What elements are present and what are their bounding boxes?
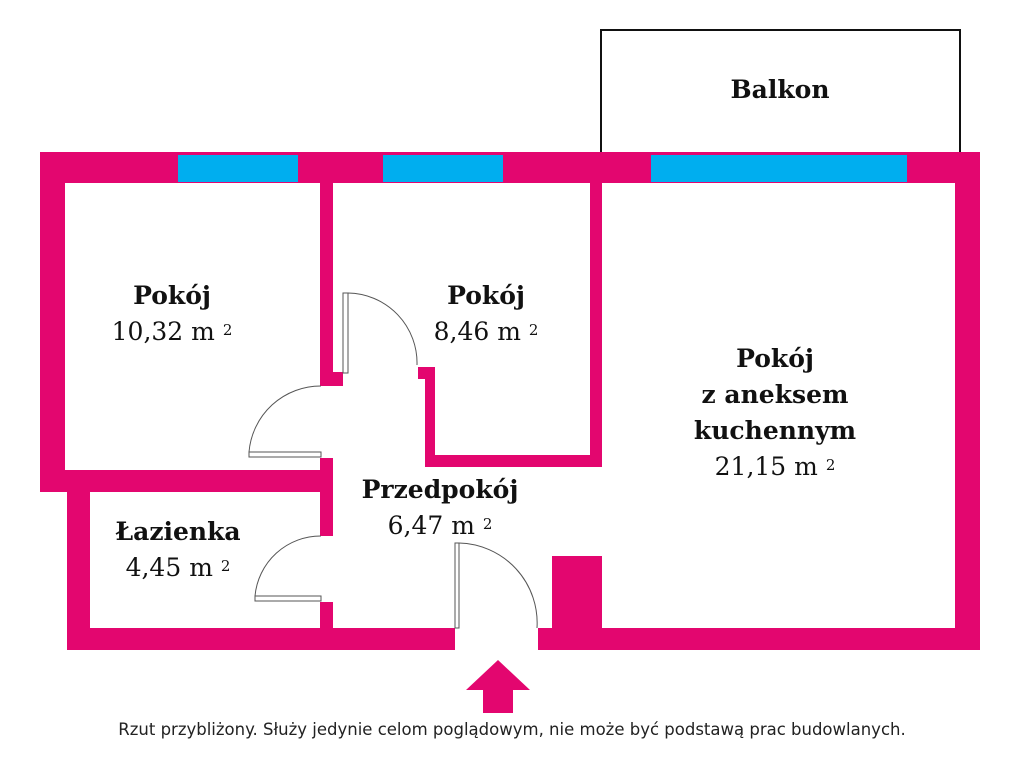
unit-sup: 2	[220, 557, 231, 575]
room-label-pokoj-1: Pokój 10,32 m 2	[112, 278, 233, 350]
room-area: 6,47 m	[387, 511, 475, 540]
room-area: 4,45 m	[125, 553, 213, 582]
room-name: Pokój	[447, 281, 525, 310]
room-name: Przedpokój	[361, 475, 519, 504]
unit-sup: 2	[222, 321, 233, 339]
room-name: Pokój	[133, 281, 211, 310]
room-label-lazienka: Łazienka 4,45 m 2	[115, 514, 240, 586]
room-area: 10,32 m	[111, 317, 215, 346]
room-name-2: z aneksem	[701, 380, 849, 409]
room-area: 21,15 m	[714, 452, 818, 481]
room-name: Pokój	[736, 344, 814, 373]
room-label-pokoj-2: Pokój 8,46 m 2	[434, 278, 539, 350]
walls	[40, 152, 980, 650]
disclaimer-text: Rzut przybliżony. Służy jedynie celom po…	[118, 720, 906, 739]
room-label-balkon: Balkon	[731, 72, 830, 108]
entrance-arrow-icon	[466, 660, 530, 713]
balcony-outline	[600, 29, 961, 152]
doors	[248, 292, 538, 629]
room-name: Balkon	[730, 75, 830, 104]
unit-sup: 2	[825, 456, 836, 474]
room-area: 8,46 m	[433, 317, 521, 346]
unit-sup: 2	[482, 515, 493, 533]
room-name-3: kuchennym	[693, 416, 857, 445]
unit-sup: 2	[528, 321, 539, 339]
room-label-przedpokoj: Przedpokój 6,47 m 2	[362, 472, 519, 544]
room-name: Łazienka	[115, 517, 241, 546]
room-label-pokoj-kuchnia: Pokój z aneksem kuchennym 21,15 m 2	[694, 341, 856, 485]
windows	[178, 155, 907, 182]
